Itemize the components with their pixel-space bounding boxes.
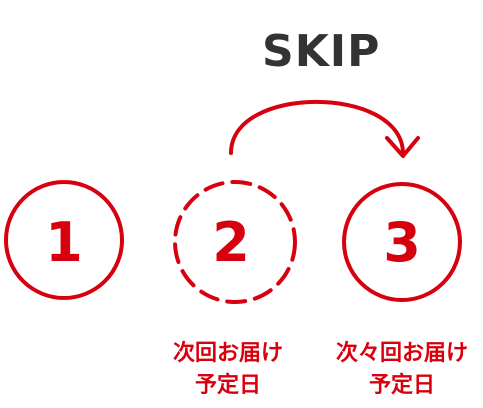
after-next-delivery-caption: 次々回お届け 予定日 [336, 338, 468, 402]
next-delivery-caption: 次回お届け 予定日 [173, 338, 283, 402]
skip-label: SKIP [262, 26, 381, 77]
step-2-dashed-circle [173, 180, 297, 304]
next-delivery-caption-line2: 予定日 [194, 373, 262, 398]
curved-arrow-icon [229, 99, 420, 158]
step-2-number: 2 [212, 211, 250, 274]
step-1-number: 1 [45, 211, 83, 274]
step-1-circle [4, 180, 124, 300]
step-3-circle [342, 182, 462, 302]
next-delivery-caption-line1: 次回お届け [172, 341, 284, 366]
step-3-number: 3 [383, 211, 421, 274]
after-next-delivery-caption-line2: 予定日 [368, 373, 436, 398]
after-next-delivery-caption-line1: 次々回お届け [335, 341, 469, 366]
